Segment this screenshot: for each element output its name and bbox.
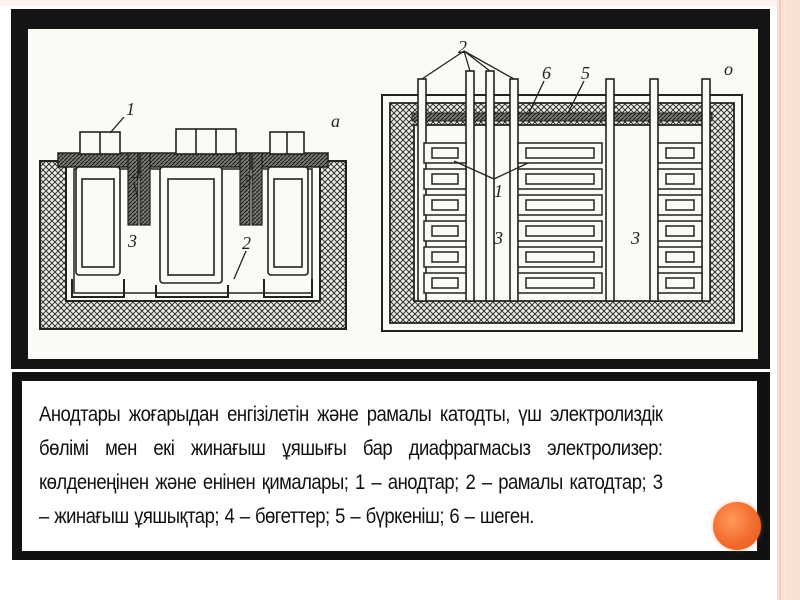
label-5-right: 5: [581, 63, 590, 83]
label-1-left: 1: [126, 99, 135, 119]
right-longitudinal-section: 2 6 5 о 1 3 3: [381, 37, 743, 332]
label-o-right: о: [724, 59, 733, 79]
caption-panel: Анодтары жоғарыдан енгізілетін және рама…: [12, 372, 770, 560]
slide-right-border: [777, 0, 800, 600]
label-1-right: 1: [494, 181, 503, 201]
figure-panel: а 1 4 3 3 2: [11, 9, 770, 369]
anode-blocks-left: [79, 128, 305, 155]
label-3-left-b: 3: [127, 231, 137, 251]
caption-box: Анодтары жоғарыдан енгізілетін және рама…: [22, 381, 757, 551]
label-2-right: 2: [458, 37, 467, 57]
anode-stack-1: [423, 142, 467, 294]
slide-top-border: [0, 0, 777, 6]
label-3-right-a: 3: [493, 228, 503, 248]
label-3-right-b: 3: [630, 228, 640, 248]
label-6-right: 6: [542, 63, 551, 83]
figure-caption: Анодтары жоғарыдан енгізілетін және рама…: [39, 402, 663, 528]
electrolyzer-drawing: а 1 4 3 3 2: [28, 29, 758, 359]
label-3-left-a: 3: [242, 171, 252, 191]
anode-stack-2: [517, 142, 603, 294]
left-cross-section: а 1 4 3 3 2: [39, 99, 347, 330]
label-a: а: [331, 111, 340, 131]
label-2-left: 2: [242, 233, 251, 253]
anode-stack-3: [657, 142, 703, 294]
label-4-left: 4: [132, 165, 141, 185]
orange-circle-decoration: [713, 502, 761, 550]
